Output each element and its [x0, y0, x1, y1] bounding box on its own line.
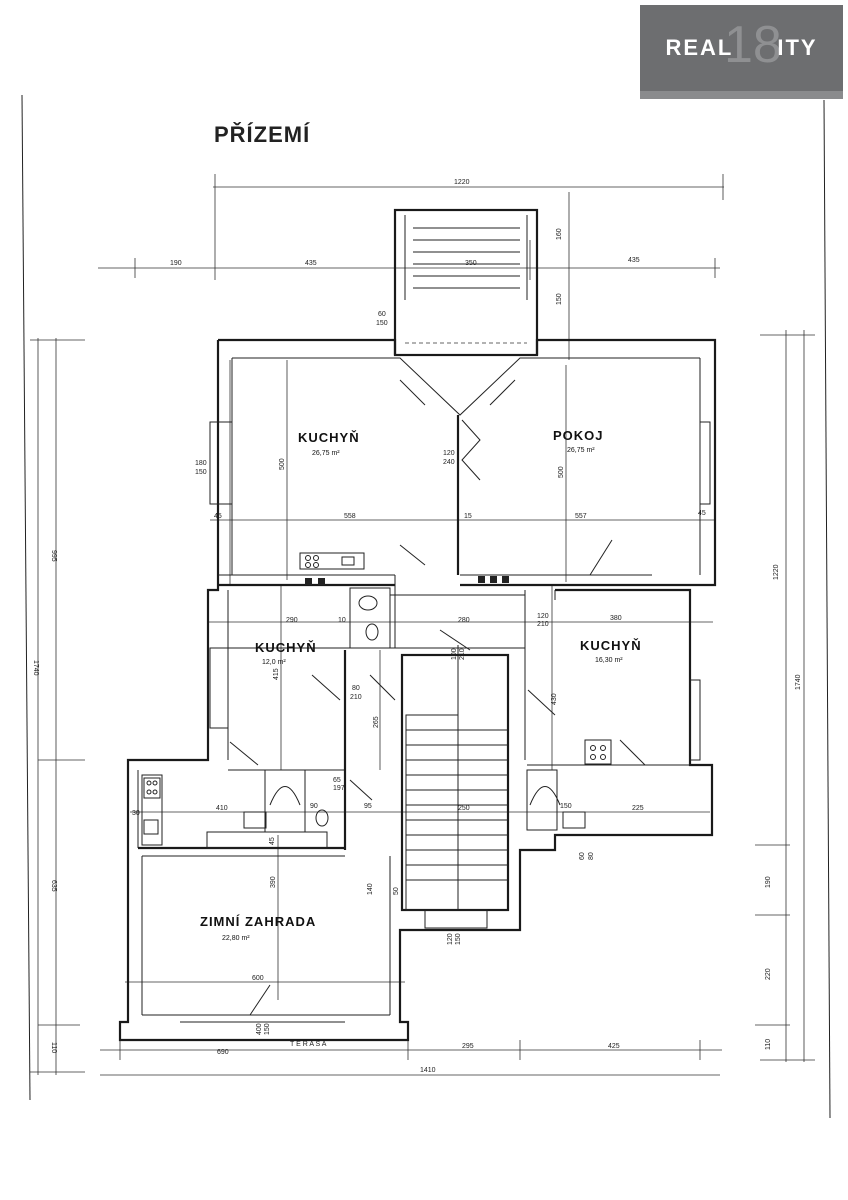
- kitchen-counter-1: [299, 552, 365, 570]
- svg-text:1220: 1220: [454, 179, 470, 186]
- svg-text:150: 150: [195, 469, 207, 476]
- svg-text:220: 220: [765, 968, 772, 980]
- dimension-labels: 1220 190 435 350 435 160 150 558 557 15 …: [32, 179, 802, 1074]
- svg-text:635: 635: [50, 880, 57, 892]
- svg-text:65: 65: [333, 777, 341, 784]
- svg-text:150: 150: [556, 293, 563, 305]
- svg-text:180: 180: [195, 460, 207, 467]
- svg-text:210: 210: [459, 648, 466, 660]
- svg-text:210: 210: [350, 694, 362, 701]
- room-zimni-zahrada-name: ZIMNÍ ZAHRADA: [200, 914, 316, 929]
- svg-text:30: 30: [132, 810, 140, 817]
- logo-text-left: REAL: [665, 35, 734, 60]
- terrace-label: T E R A S A: [290, 1041, 327, 1048]
- svg-text:400: 400: [256, 1023, 263, 1035]
- svg-text:225: 225: [632, 805, 644, 812]
- svg-text:197: 197: [333, 785, 345, 792]
- svg-text:690: 690: [217, 1049, 229, 1056]
- svg-text:380: 380: [610, 615, 622, 622]
- svg-text:290: 290: [286, 617, 298, 624]
- svg-text:557: 557: [575, 513, 587, 520]
- logo-text-right: ITY: [777, 35, 818, 60]
- svg-text:45: 45: [698, 510, 706, 517]
- stove-k4: [584, 739, 612, 765]
- svg-text:500: 500: [558, 466, 565, 478]
- scan-edge-right: [823, 99, 831, 1119]
- svg-text:150: 150: [455, 933, 462, 945]
- room-kuchyn-2-area: 12,0 m²: [262, 659, 286, 666]
- svg-text:435: 435: [628, 257, 640, 264]
- svg-text:995: 995: [50, 550, 57, 562]
- room-kuchyn-1-name: KUCHYŇ: [298, 430, 360, 445]
- plan-title: PŘÍZEMÍ: [214, 122, 310, 147]
- svg-text:415: 415: [273, 668, 280, 680]
- scan-edge-left: [21, 94, 31, 1101]
- room-pokoj-area: 26,75 m²: [567, 447, 595, 454]
- svg-text:425: 425: [608, 1043, 620, 1050]
- svg-text:110: 110: [50, 1042, 57, 1053]
- svg-text:50: 50: [393, 887, 400, 895]
- svg-text:240: 240: [443, 459, 455, 466]
- svg-text:600: 600: [252, 975, 264, 982]
- room-kuchyn-3-area: 16,30 m²: [595, 657, 623, 664]
- room-pokoj-name: POKOJ: [553, 428, 604, 443]
- fixtures: [143, 552, 612, 835]
- svg-text:60: 60: [378, 311, 386, 318]
- svg-text:1740: 1740: [795, 674, 802, 690]
- svg-text:410: 410: [216, 805, 228, 812]
- svg-text:250: 250: [458, 805, 470, 812]
- logo-number: 18: [724, 16, 782, 74]
- svg-text:120: 120: [537, 613, 549, 620]
- svg-text:100: 100: [451, 648, 458, 660]
- svg-text:90: 90: [310, 803, 318, 810]
- svg-text:558: 558: [344, 513, 356, 520]
- svg-text:80: 80: [352, 685, 360, 692]
- svg-text:435: 435: [305, 260, 317, 267]
- svg-text:190: 190: [170, 260, 182, 267]
- svg-text:110: 110: [765, 1039, 772, 1050]
- room-kuchyn-1-area: 26,75 m²: [312, 450, 340, 457]
- svg-text:1740: 1740: [32, 660, 39, 676]
- svg-text:140: 140: [367, 883, 374, 895]
- svg-text:10: 10: [338, 617, 346, 624]
- room-kuchyn-2-name: KUCHYŇ: [255, 640, 317, 655]
- logo-underbar: [640, 91, 843, 99]
- svg-text:45: 45: [214, 513, 222, 520]
- svg-text:120: 120: [443, 450, 455, 457]
- svg-text:160: 160: [556, 228, 563, 240]
- svg-text:190: 190: [765, 876, 772, 888]
- svg-text:265: 265: [373, 716, 380, 728]
- realcity-logo: 18 REAL ITY: [640, 5, 843, 99]
- svg-text:45: 45: [269, 837, 276, 845]
- svg-text:430: 430: [551, 693, 558, 705]
- svg-text:350: 350: [465, 260, 477, 267]
- room-kuchyn-3-name: KUCHYŇ: [580, 638, 642, 653]
- svg-text:1220: 1220: [773, 564, 780, 580]
- svg-text:150: 150: [376, 320, 388, 327]
- svg-text:295: 295: [462, 1043, 474, 1050]
- svg-text:390: 390: [270, 876, 277, 888]
- svg-text:60: 60: [579, 852, 586, 860]
- svg-text:150: 150: [560, 803, 572, 810]
- svg-text:95: 95: [364, 803, 372, 810]
- svg-text:80: 80: [588, 852, 595, 860]
- door-swings: [229, 379, 646, 1016]
- svg-text:15: 15: [464, 513, 472, 520]
- svg-text:1410: 1410: [420, 1067, 436, 1074]
- room-zimni-zahrada-area: 22,80 m²: [222, 935, 250, 942]
- svg-text:280: 280: [458, 617, 470, 624]
- svg-text:120: 120: [447, 933, 454, 945]
- svg-text:150: 150: [264, 1023, 271, 1035]
- dimension-lines: [30, 174, 815, 1076]
- walls: [118, 208, 717, 1042]
- svg-text:210: 210: [537, 621, 549, 628]
- logo-text: REAL ITY: [640, 35, 843, 61]
- svg-text:500: 500: [279, 458, 286, 470]
